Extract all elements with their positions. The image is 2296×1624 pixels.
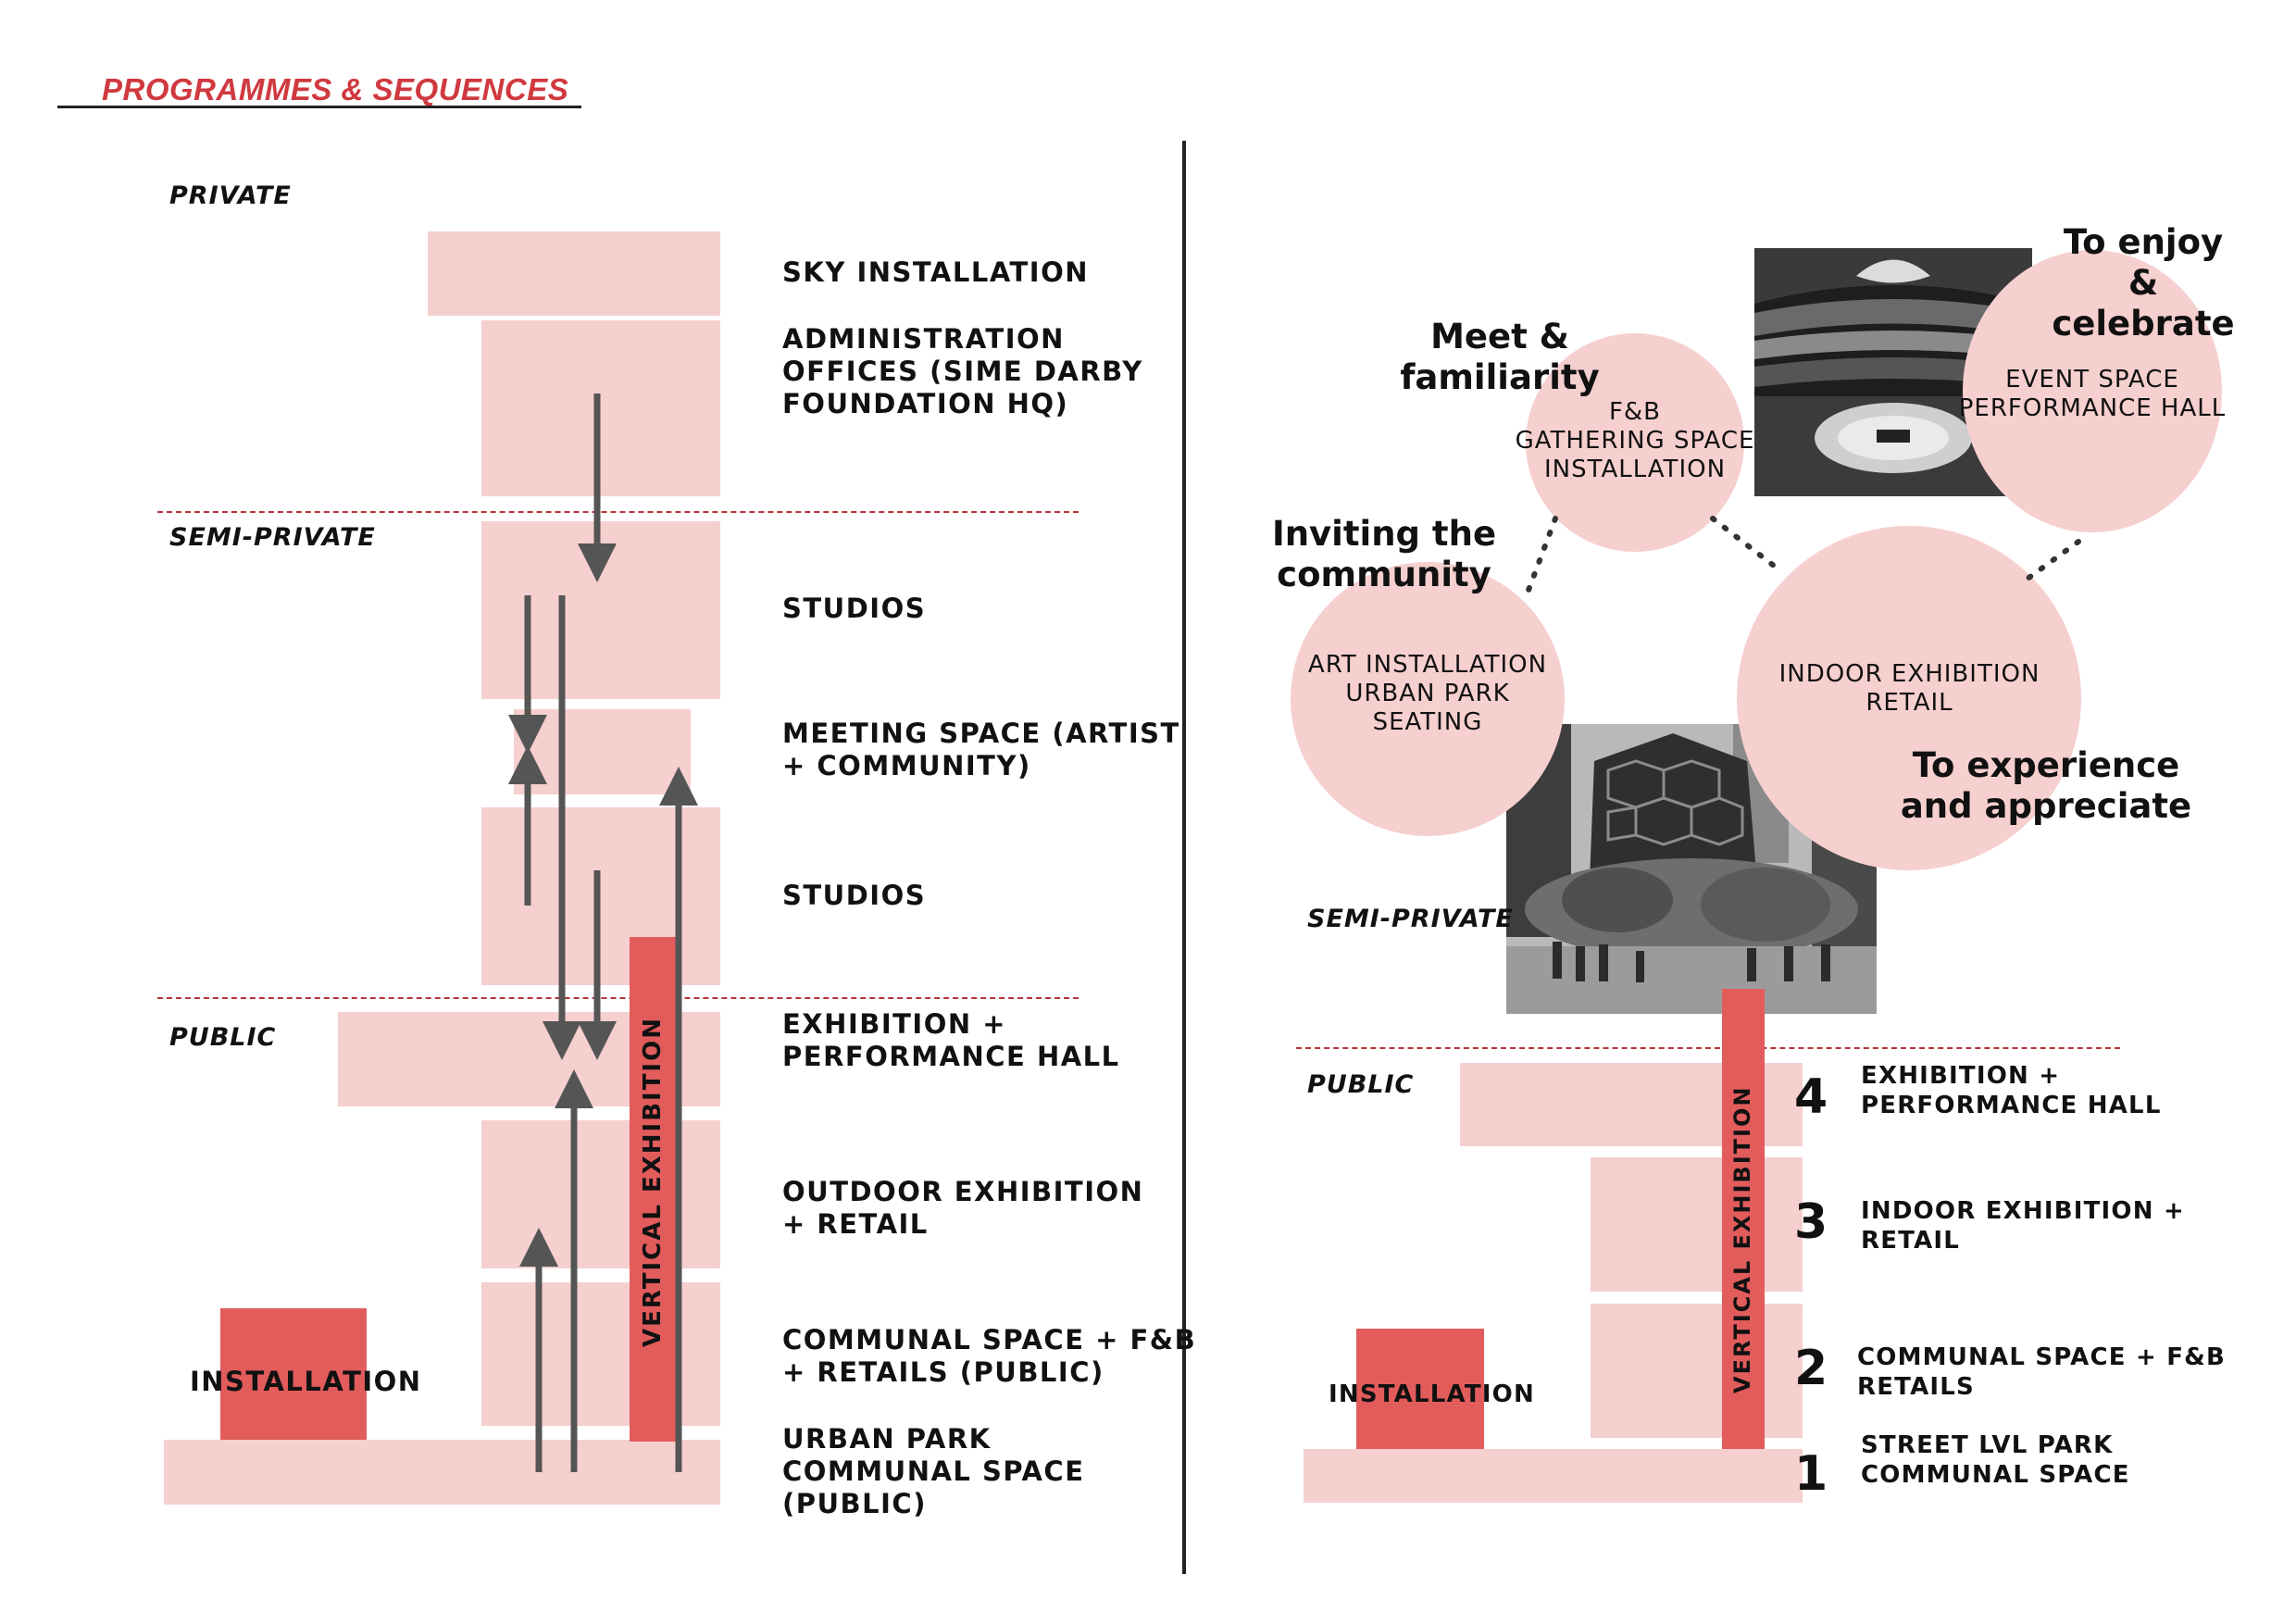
circle-event-text: EVENT SPACE PERFORMANCE HALL — [1958, 366, 2227, 423]
level-1-label: STREET LVL PARK COMMUNAL SPACE — [1861, 1430, 2130, 1490]
level-4-number: 4 — [1794, 1069, 1828, 1125]
block-level-1 — [1304, 1449, 1803, 1503]
zone-semi-private-label-right: SEMI-PRIVATE — [1307, 905, 1514, 933]
vertical-exhibition-label-right: VERTICAL EXHIBITION — [1729, 1086, 1755, 1393]
caption-meet: Meet & familiarity — [1379, 317, 1620, 398]
level-3-number: 3 — [1794, 1194, 1828, 1250]
circle-fb-text: F&B GATHERING SPACE INSTALLATION — [1515, 398, 1755, 484]
block-level-3 — [1591, 1157, 1803, 1292]
caption-experience: To experience and appreciate — [1889, 745, 2203, 827]
level-1-number: 1 — [1794, 1446, 1828, 1502]
connector-fb-art — [1528, 518, 1555, 593]
block-level-2 — [1591, 1304, 1803, 1438]
level-2-number: 2 — [1794, 1341, 1828, 1396]
level-3-label: INDOOR EXHIBITION + RETAIL — [1861, 1196, 2185, 1255]
level-2-label: COMMUNAL SPACE + F&B RETAILS — [1857, 1343, 2226, 1402]
zone-public-label-right: PUBLIC — [1307, 1070, 1414, 1099]
separator-semi-public-right — [1296, 1047, 2120, 1049]
circle-indoor-text: INDOOR EXHIBITION RETAIL — [1741, 660, 2078, 718]
connector-event-indoor — [2028, 542, 2078, 579]
caption-inviting: Inviting the community — [1254, 514, 1514, 595]
level-4-label: EXHIBITION + PERFORMANCE HALL — [1861, 1061, 2162, 1120]
circle-art-text: ART INSTALLATION URBAN PARK SEATING — [1289, 651, 1566, 737]
connector-fb-indoor — [1713, 518, 1782, 572]
caption-enjoy: To enjoy & celebrate — [2023, 222, 2264, 344]
installation-label-right: INSTALLATION — [1329, 1380, 1535, 1409]
